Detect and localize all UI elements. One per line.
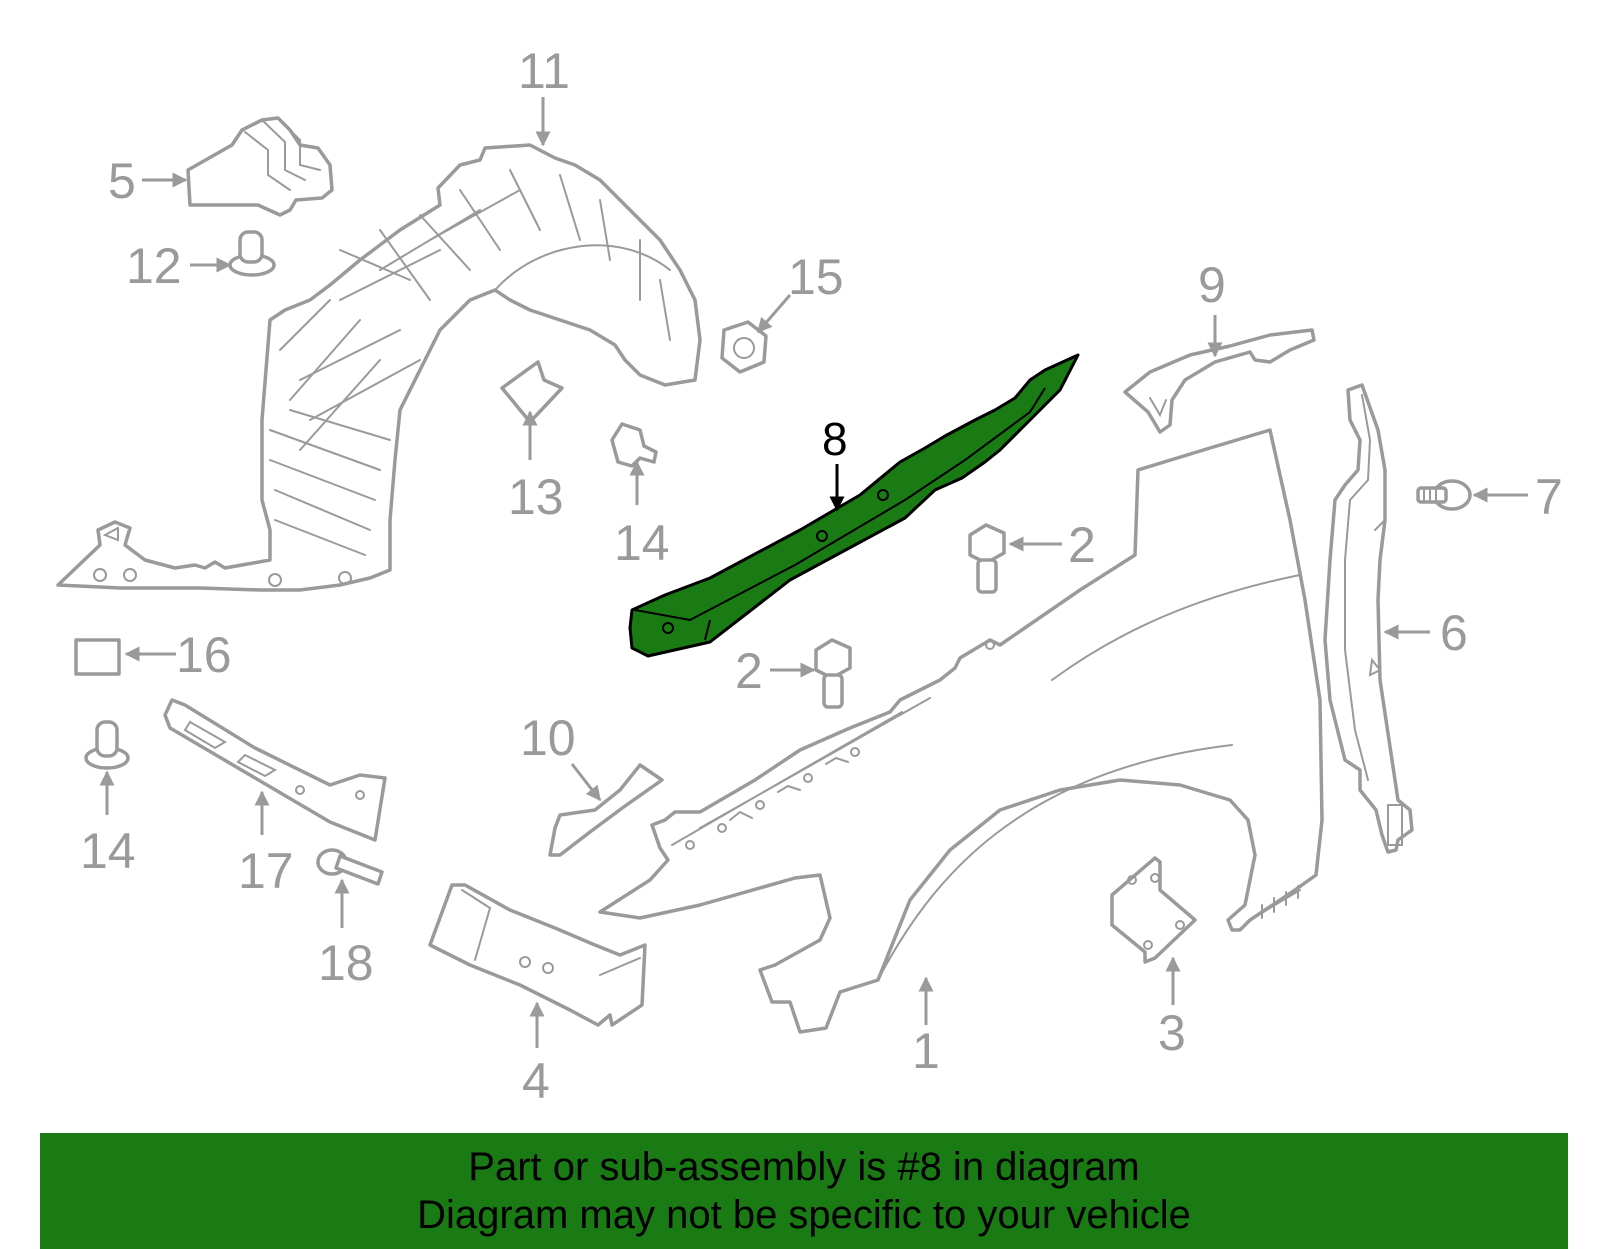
callout-11: 11 — [518, 43, 570, 99]
callout-9: 9 — [1198, 257, 1226, 313]
leader-lines — [99, 97, 1528, 1048]
part-13-pad[interactable] — [500, 360, 564, 424]
callout-1: 1 — [912, 1023, 940, 1079]
callout-8: 8 — [822, 413, 848, 465]
part-12-clip[interactable] — [228, 230, 276, 277]
banner-line-2: Diagram may not be specific to your vehi… — [417, 1193, 1191, 1237]
callout-4: 4 — [522, 1053, 550, 1109]
callout-16: 16 — [176, 627, 232, 683]
part-9-bracket[interactable] — [1123, 328, 1316, 434]
callout-14-upper: 14 — [614, 515, 670, 571]
part-7-screw[interactable] — [1416, 479, 1472, 511]
notice-banner: Part or sub-assembly is #8 in diagram Di… — [40, 1133, 1568, 1249]
callout-6: 6 — [1440, 605, 1468, 661]
part-5-bracket[interactable] — [186, 116, 334, 217]
callout-numbers: 11 5 12 15 9 13 14 8 2 7 6 16 2 10 14 17… — [80, 43, 1563, 1109]
part-2-bolt-upper[interactable] — [968, 523, 1006, 594]
callout-5: 5 — [108, 153, 136, 209]
part-1-fender[interactable] — [598, 428, 1324, 1034]
banner-line-1: Part or sub-assembly is #8 in diagram — [468, 1145, 1140, 1189]
callout-3: 3 — [1158, 1005, 1186, 1061]
callout-14-lower: 14 — [80, 823, 136, 879]
part-18-rivet[interactable] — [316, 848, 384, 886]
part-15-nut[interactable] — [720, 320, 768, 374]
callout-10: 10 — [520, 710, 576, 766]
callout-18: 18 — [318, 935, 374, 991]
callout-2-upper: 2 — [1068, 517, 1096, 573]
part-16-pad[interactable] — [74, 638, 121, 676]
part-11-fender-liner[interactable] — [56, 143, 702, 592]
callout-12: 12 — [126, 238, 182, 294]
callout-7: 7 — [1535, 469, 1563, 525]
part-14-clip-upper[interactable] — [610, 422, 658, 468]
part-3-bracket[interactable] — [1110, 856, 1197, 964]
part-10-bracket[interactable] — [548, 763, 664, 857]
callout-15: 15 — [788, 249, 844, 305]
part-17-bracket[interactable] — [163, 698, 387, 842]
part-8-highlighted-rail[interactable] — [628, 353, 1080, 658]
part-2-bolt-lower[interactable] — [814, 638, 852, 709]
callout-2-lower: 2 — [735, 643, 763, 699]
part-6-seal[interactable] — [1323, 383, 1414, 854]
part-4-bracket[interactable] — [428, 883, 647, 1027]
callout-13: 13 — [508, 469, 564, 525]
part-14-clip-lower[interactable] — [84, 720, 130, 770]
callout-17: 17 — [238, 843, 294, 899]
